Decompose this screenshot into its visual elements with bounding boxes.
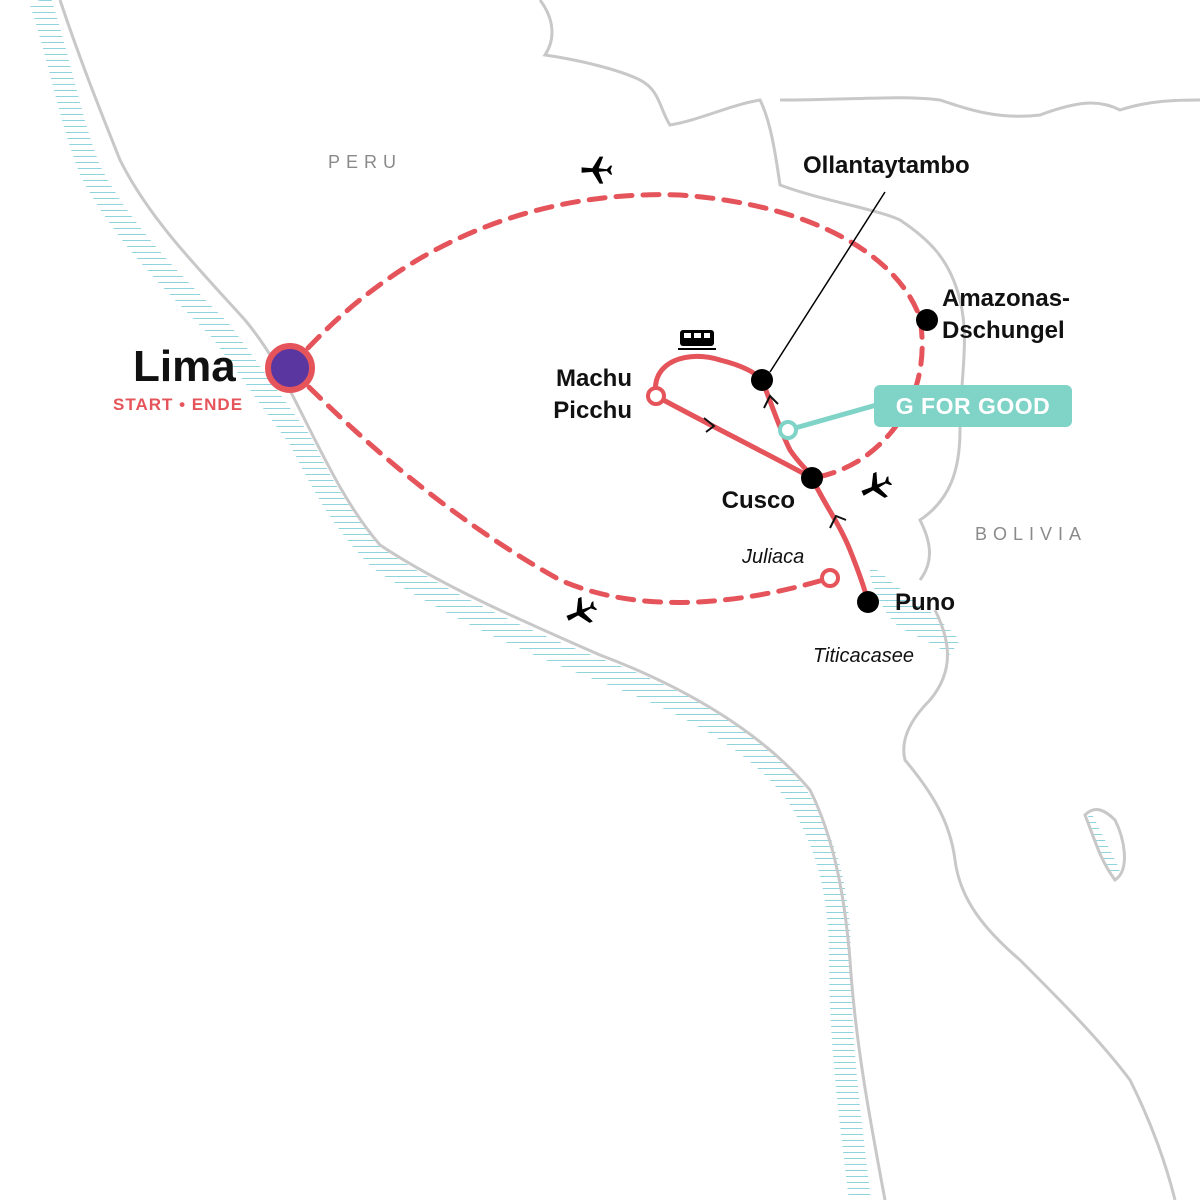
badge-text: G FOR GOOD: [896, 393, 1051, 419]
titicaca-label: Titicacasee: [813, 645, 914, 667]
country-label-peru: PERU: [328, 152, 402, 172]
machu-picchu-marker[interactable]: [646, 386, 666, 406]
amazon-label-2: Dschungel: [942, 317, 1065, 344]
plane-icon: [856, 468, 897, 506]
coast-water: [29, 0, 1120, 1200]
machu-picchu-label-2: Picchu: [553, 397, 632, 424]
stops: [265, 309, 938, 613]
amazon-dot[interactable]: [916, 309, 938, 331]
lima-marker[interactable]: [265, 343, 315, 393]
ollantaytambo-dot[interactable]: [751, 369, 773, 391]
puno-dot[interactable]: [857, 591, 879, 613]
overland-route: [652, 353, 871, 605]
route-chevrons: [703, 394, 847, 529]
start-end-label: START • ENDE: [113, 395, 243, 414]
juliaca-label: Juliaca: [741, 546, 804, 568]
train-icon: [678, 330, 716, 350]
puno-label: Puno: [895, 589, 955, 616]
g-for-good-badge[interactable]: G FOR GOOD: [778, 385, 1072, 440]
cusco-dot[interactable]: [801, 467, 823, 489]
ollantaytambo-leader: [769, 191, 886, 373]
amazon-label-1: Amazonas-: [942, 285, 1070, 312]
country-label-bolivia: BOLIVIA: [975, 524, 1087, 544]
machu-picchu-label-1: Machu: [556, 365, 632, 392]
plane-icon: [581, 156, 613, 184]
cusco-label: Cusco: [722, 487, 795, 514]
flight-route-dashed: [287, 192, 925, 605]
country-borders: [58, 0, 1200, 1200]
ollantaytambo-label: Ollantaytambo: [803, 152, 970, 179]
lima-label: Lima: [133, 342, 236, 391]
juliaca-marker[interactable]: [820, 568, 840, 588]
plane-icon: [561, 593, 602, 631]
